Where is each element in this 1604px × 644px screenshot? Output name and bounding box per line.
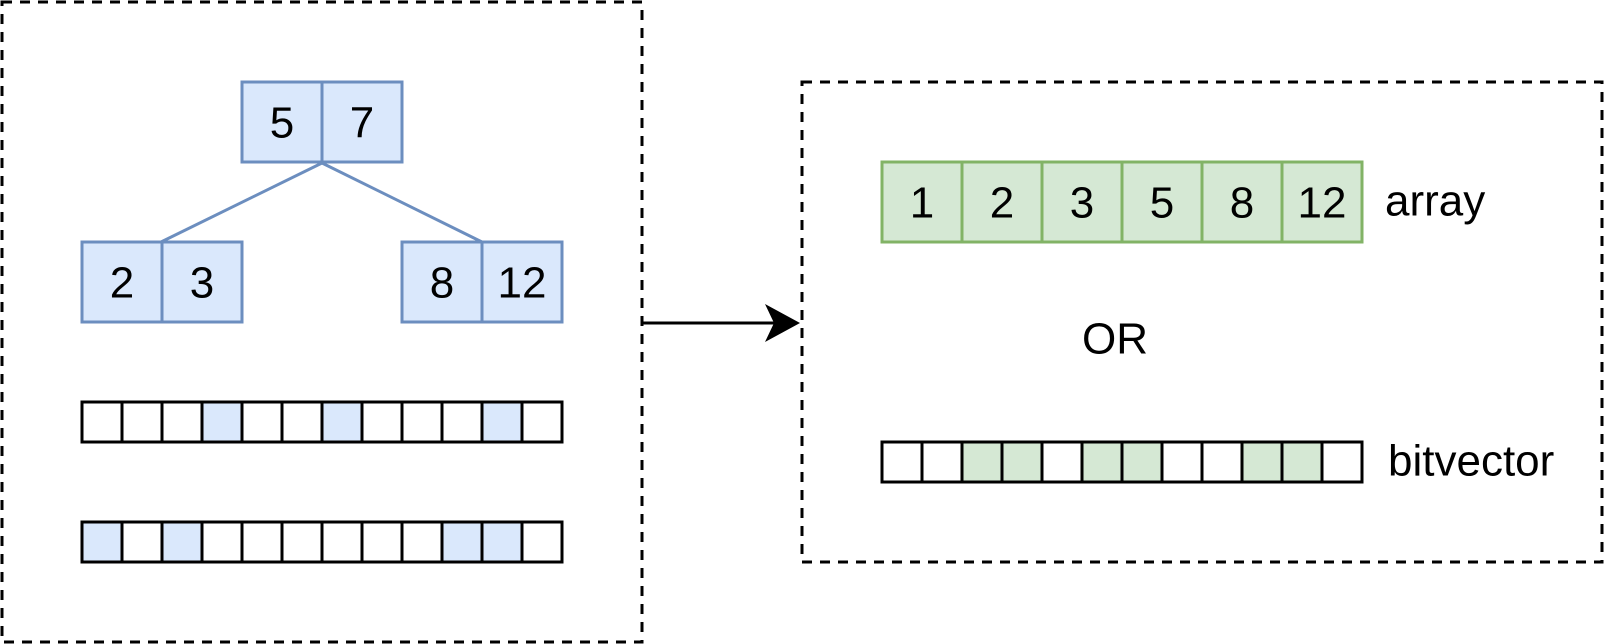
left-bitvector-1-bit-set	[480, 400, 524, 444]
tree-root-value: 5	[270, 99, 294, 148]
result-bitvector-bit-empty	[920, 440, 964, 484]
left-bitvector-2-bit-set	[80, 520, 124, 564]
left-bitvector-2-bit-empty	[280, 520, 324, 564]
tree-right-cell	[480, 240, 564, 324]
result-bitvector-bit-set	[960, 440, 1004, 484]
result-array-value: 2	[990, 179, 1014, 228]
left-bitvector-1-bit-empty	[280, 400, 324, 444]
result-array-cell	[1120, 160, 1204, 244]
right-panel	[800, 80, 1604, 564]
result-array-value: 5	[1150, 179, 1174, 228]
result-bitvector-bit-set	[1280, 440, 1324, 484]
left-bitvector-1-bit-empty	[160, 400, 204, 444]
left-bitvector-1-bit-empty	[80, 400, 124, 444]
left-bitvector-2-bit-empty	[360, 520, 404, 564]
result-array-cell	[880, 160, 964, 244]
tree-left-value: 3	[190, 259, 214, 308]
result-bitvector-bit-set	[1240, 440, 1284, 484]
bitvector-label: bitvector	[1388, 437, 1554, 486]
result-bitvector	[880, 440, 1364, 484]
left-bitvector-1-bit-empty	[440, 400, 484, 444]
left-bitvector-1-bit-empty	[400, 400, 444, 444]
array-label: array	[1385, 177, 1485, 226]
arrow-right-icon	[642, 304, 800, 342]
left-bitvector-2-bit-empty	[240, 520, 284, 564]
result-bitvector-bit-set	[1080, 440, 1124, 484]
left-bitvector-2-bit-empty	[400, 520, 444, 564]
tree-right-value: 8	[430, 259, 454, 308]
left-bitvector-2-bit-empty	[520, 520, 564, 564]
result-bitvector-bit-empty	[1160, 440, 1204, 484]
tree-edge-right	[321, 161, 483, 244]
tree-right-value: 12	[498, 259, 547, 308]
tree-right-node: 8 12	[400, 240, 564, 324]
arrow-head	[765, 304, 800, 342]
left-bitvector-2-bit-set	[480, 520, 524, 564]
left-bitvector-2-bit-set	[160, 520, 204, 564]
result-bitvector-bit-set	[1000, 440, 1044, 484]
result-bitvector-bit-set	[1120, 440, 1164, 484]
result-bitvector-bit-empty	[1200, 440, 1244, 484]
result-array-value: 12	[1298, 179, 1347, 228]
result-array-value: 1	[910, 179, 934, 228]
tree-left-cell	[160, 240, 244, 324]
result-bitvector-bit-empty	[1040, 440, 1084, 484]
left-bitvector-1-bit-empty	[520, 400, 564, 444]
result-array-value: 8	[1230, 179, 1254, 228]
result-bitvector-bit-empty	[880, 440, 924, 484]
result-array-value: 3	[1070, 179, 1094, 228]
left-bitvector-2	[80, 520, 564, 564]
tree-root-value: 7	[350, 99, 374, 148]
tree-edge-left	[160, 161, 323, 244]
or-label: OR	[1082, 315, 1148, 364]
left-bitvector-1-bit-empty	[120, 400, 164, 444]
left-bitvector-1-bit-set	[320, 400, 364, 444]
tree-left-value: 2	[110, 259, 134, 308]
left-bitvector-2-bit-empty	[200, 520, 244, 564]
result-bitvector-bit-empty	[1320, 440, 1364, 484]
left-bitvector-2-bit-empty	[120, 520, 164, 564]
left-bitvector-2-bit-set	[440, 520, 484, 564]
result-array-cell	[1280, 160, 1364, 244]
tree-root-cell	[240, 80, 324, 164]
left-bitvector-1-bit-empty	[240, 400, 284, 444]
left-bitvector-1-bit-set	[200, 400, 244, 444]
left-bitvector-2-bit-empty	[320, 520, 364, 564]
left-bitvector-1-bit-empty	[360, 400, 404, 444]
tree-root-cell	[320, 80, 404, 164]
left-bitvector-1	[80, 400, 564, 444]
